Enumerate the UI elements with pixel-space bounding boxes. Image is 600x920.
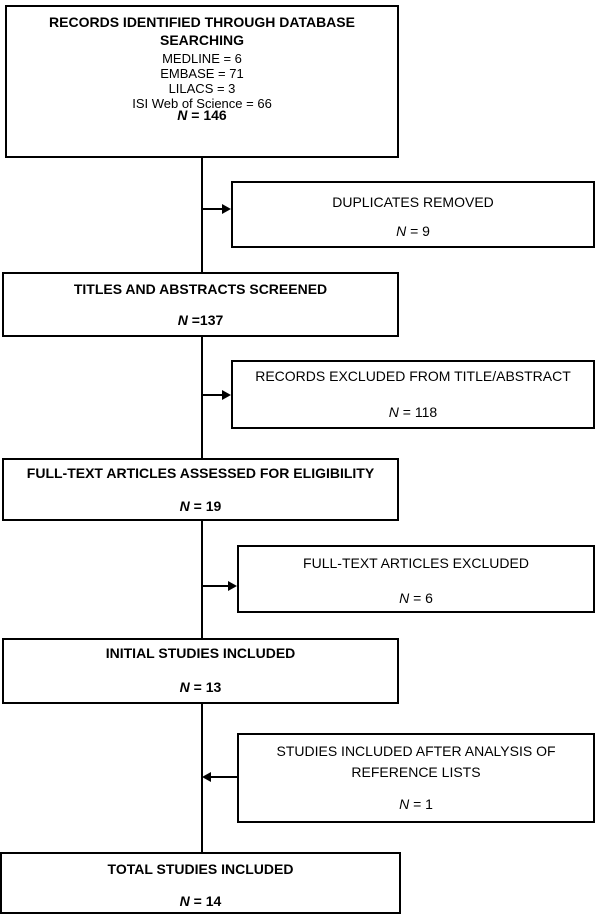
n-value: = 118 [398, 404, 438, 420]
box-title: TOTAL STUDIES INCLUDED [107, 861, 294, 877]
n-symbol: N [399, 590, 410, 606]
box-title: RECORDS IDENTIFIED THROUGH DATABASE SEAR… [49, 14, 355, 48]
n-value: = 6 [409, 590, 433, 606]
box-title: RECORDS EXCLUDED FROM TITLE/ABSTRACT [255, 368, 571, 384]
n-count: N = 9 [233, 223, 593, 239]
arrowhead-right-icon [222, 390, 231, 400]
count-embase: EMBASE = 71 [160, 66, 244, 81]
n-count: N = 6 [239, 590, 593, 606]
n-symbol: N [388, 404, 399, 420]
arrow-to-records-excluded-line [203, 394, 224, 396]
n-count: N = 1 [239, 796, 593, 812]
box-titles-abstracts-screened: TITLES AND ABSTRACTS SCREENED N =137 [2, 272, 399, 337]
box-initial-studies-included: INITIAL STUDIES INCLUDED N = 13 [2, 638, 399, 704]
n-count: N = 146 [7, 107, 397, 123]
count-isi-web-of-science: ISI Web of Science = 66 [132, 96, 272, 111]
box-studies-reference-lists: STUDIES INCLUDED AFTER ANALYSIS OF REFER… [237, 733, 595, 823]
box-duplicates-removed: DUPLICATES REMOVED N = 9 [231, 181, 595, 248]
n-count: N = 118 [233, 404, 593, 420]
box-records-identified: RECORDS IDENTIFIED THROUGH DATABASE SEAR… [5, 5, 399, 158]
database-counts: MEDLINE = 6 EMBASE = 71 LILACS = 3 ISI W… [7, 51, 397, 111]
arrow-to-duplicates-line [203, 208, 224, 210]
arrow-to-fulltext-excluded-line [203, 585, 230, 587]
n-value: =137 [187, 312, 224, 328]
n-value: = 1 [409, 796, 433, 812]
box-title: FULL-TEXT ARTICLES EXCLUDED [303, 555, 529, 571]
n-symbol: N [177, 107, 188, 123]
n-symbol: N [399, 796, 410, 812]
n-value: = 9 [406, 223, 430, 239]
arrowhead-right-icon [228, 581, 237, 591]
n-count: N = 13 [4, 679, 397, 695]
box-title: DUPLICATES REMOVED [332, 194, 494, 210]
count-medline: MEDLINE = 6 [162, 51, 242, 66]
arrowhead-right-icon [222, 204, 231, 214]
box-records-excluded-title-abstract: RECORDS EXCLUDED FROM TITLE/ABSTRACT N =… [231, 360, 595, 429]
n-count: N = 19 [4, 498, 397, 514]
box-fulltext-assessed: FULL-TEXT ARTICLES ASSESSED FOR ELIGIBIL… [2, 458, 399, 521]
box-total-studies-included: TOTAL STUDIES INCLUDED N = 14 [0, 852, 401, 914]
n-symbol: N [177, 312, 188, 328]
n-count: N = 14 [2, 893, 399, 909]
box-fulltext-excluded: FULL-TEXT ARTICLES EXCLUDED N = 6 [237, 545, 595, 613]
box-title: TITLES AND ABSTRACTS SCREENED [73, 281, 328, 297]
n-value: = 14 [189, 893, 222, 909]
box-title: FULL-TEXT ARTICLES ASSESSED FOR ELIGIBIL… [26, 465, 375, 481]
box-title: STUDIES INCLUDED AFTER ANALYSIS OF REFER… [276, 743, 556, 780]
n-symbol: N [179, 893, 190, 909]
arrow-from-reference-lists-line [211, 776, 237, 778]
box-title: INITIAL STUDIES INCLUDED [105, 645, 296, 661]
n-value: = 13 [189, 679, 222, 695]
n-symbol: N [179, 498, 190, 514]
n-value: = 146 [187, 107, 227, 123]
n-value: = 19 [189, 498, 222, 514]
arrowhead-left-icon [202, 772, 211, 782]
count-lilacs: LILACS = 3 [168, 81, 236, 96]
n-count: N =137 [4, 312, 397, 328]
n-symbol: N [179, 679, 190, 695]
n-symbol: N [396, 223, 407, 239]
